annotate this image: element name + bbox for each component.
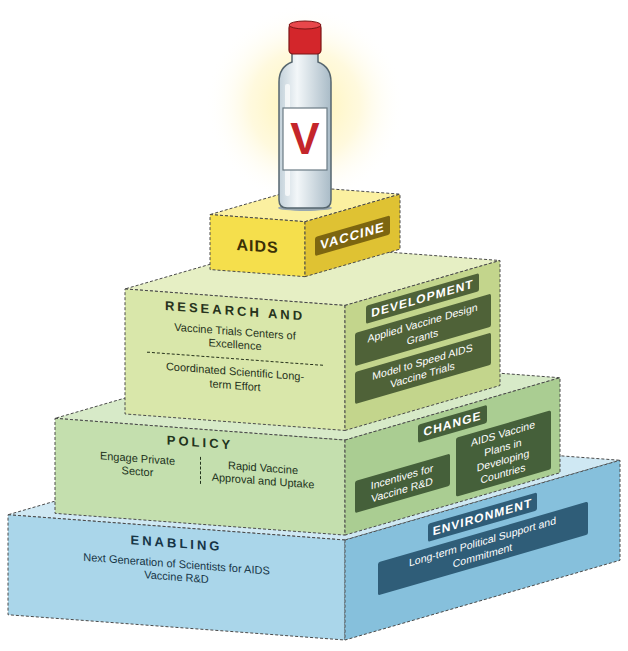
front-face-panel: AIDS [210, 215, 305, 277]
tier-item: Rapid Vaccine Approval and Uptake [200, 457, 325, 494]
front-face-panel: RESEARCH ANDVaccine Trials Centers of Ex… [125, 288, 345, 429]
tier-front-face [125, 288, 345, 430]
tier-side-face [345, 260, 500, 430]
item-row: Coordinated Scientific Long-term Effort [147, 352, 322, 400]
tier-heading: VACCINE [315, 215, 390, 256]
tier-item: Incentives for Vaccine R&D [355, 453, 450, 513]
tier-heading: AIDS [236, 235, 278, 257]
tier-front-face [8, 515, 345, 640]
tier-item: Engage Private Sector [75, 447, 200, 484]
item-row: Next Generation of Scientists for AIDS V… [16, 545, 337, 597]
item-row: Vaccine Trials Centers of Excellence [147, 319, 322, 360]
bottle-letter: V [283, 110, 327, 168]
tier-item: Vaccine Trials Centers of Excellence [147, 319, 322, 360]
tier-front-face [55, 418, 345, 535]
tier-heading: RESEARCH AND [165, 298, 305, 324]
tier-heading: ENABLING [131, 532, 223, 554]
tier-front-face [210, 215, 305, 277]
bottle-cap-top [289, 21, 321, 29]
bottle-label [283, 108, 327, 170]
tier-item: Coordinated Scientific Long-term Effort [147, 359, 322, 400]
tier-item: Next Generation of Scientists for AIDS V… [62, 548, 292, 593]
item-row: Engage Private SectorRapid Vaccine Appro… [63, 446, 337, 494]
tier-heading: POLICY [167, 433, 233, 454]
front-face-panel: POLICYEngage Private SectorRapid Vaccine… [55, 418, 345, 535]
bottle-body [279, 52, 331, 208]
